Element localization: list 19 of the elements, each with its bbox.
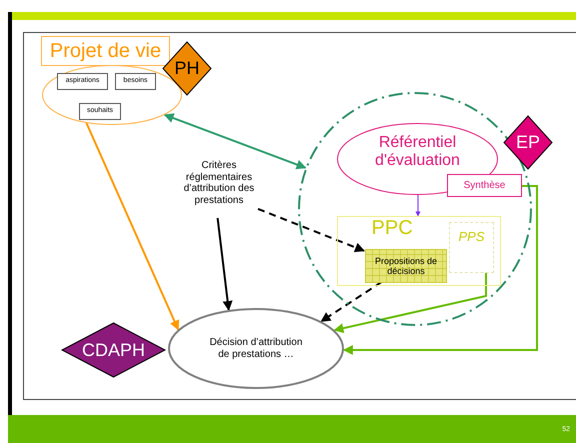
arrow <box>320 281 382 322</box>
arrow <box>85 122 180 331</box>
role-diamond: CDAPH <box>61 322 166 378</box>
arrow <box>258 208 365 252</box>
arrow <box>216 218 233 311</box>
proposal-box: Propositions de décisions <box>365 249 447 283</box>
arrow <box>342 185 538 355</box>
role-diamond: PH <box>162 41 212 96</box>
plan-box: PPS <box>449 222 494 273</box>
role-diamond: EP <box>503 115 553 170</box>
title-box: Projet de vie <box>41 36 170 66</box>
plan-box <box>337 216 501 286</box>
criteria-text: Critères réglementaires d’attribution des prestations <box>180 148 258 218</box>
arrow <box>416 194 420 216</box>
arrow <box>334 272 487 334</box>
plan-title: PPC <box>370 217 414 240</box>
decision-ellipse: Décision d’attribution de prestations … <box>168 308 344 389</box>
arrow <box>164 113 306 170</box>
synthesis-box: Synthèse <box>447 174 522 197</box>
